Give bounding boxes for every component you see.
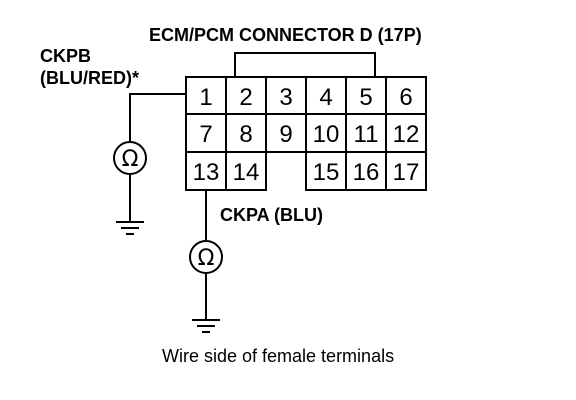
ground-icon <box>116 221 144 235</box>
pin-cell-6 <box>385 76 427 115</box>
pin-number: 17 <box>393 159 420 186</box>
ckpb-wire-color: (BLU/RED)* <box>40 68 139 88</box>
pin-number: 7 <box>199 121 212 148</box>
pin-number: 15 <box>313 159 340 186</box>
pin-cell-10 <box>305 113 347 153</box>
pin-number: 5 <box>359 84 372 111</box>
caption: Wire side of female terminals <box>162 346 394 366</box>
ckpb-wire <box>129 93 186 142</box>
ckpa-label: CKPA (BLU) <box>220 205 323 225</box>
pin-row-2 <box>185 113 427 153</box>
ground-icon <box>192 319 220 333</box>
pin-number: 3 <box>279 84 292 111</box>
pin-cell-9 <box>265 113 307 153</box>
connector-title: ECM/PCM CONNECTOR D (17P) <box>149 25 422 45</box>
ckpb-label: CKPB <box>40 46 91 66</box>
pin-number: 4 <box>319 84 332 111</box>
pin-number: 14 <box>233 159 260 186</box>
pin-cell-8 <box>225 113 267 153</box>
pin-numbers: 1 2 3 4 5 6 7 8 9 10 11 12 13 14 15 16 1… <box>193 84 420 186</box>
pin-row-1 <box>185 76 427 115</box>
pin-number: 11 <box>354 121 379 148</box>
pin-cell-16 <box>345 151 387 191</box>
pin-number: 8 <box>239 121 252 148</box>
pin-row-3 <box>185 151 427 191</box>
pin-cell-14 <box>225 151 267 191</box>
connector-latch <box>234 52 376 76</box>
pin-number: 9 <box>279 121 292 148</box>
pin-number: 16 <box>353 159 380 186</box>
ohm-icon: Ω <box>198 246 215 271</box>
pin-number: 12 <box>393 121 420 148</box>
pin-number: 13 <box>193 159 220 186</box>
pin-number: 1 <box>199 84 212 111</box>
ohm-icon: Ω <box>122 147 139 172</box>
pin-number: 6 <box>399 84 412 111</box>
pin-cell-17 <box>385 151 427 191</box>
pin-number: 2 <box>239 84 252 111</box>
pin-number: 10 <box>313 121 340 148</box>
